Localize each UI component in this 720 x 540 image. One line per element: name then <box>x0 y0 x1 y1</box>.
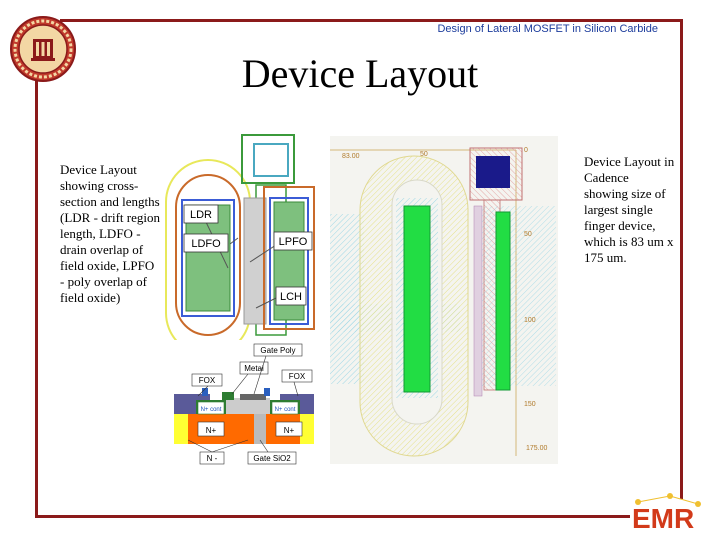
ruler-right-100: 100 <box>524 317 536 324</box>
nminus-label: N - <box>207 454 218 463</box>
university-seal-icon <box>10 16 76 82</box>
left-caption: Device Layout showing cross-section and … <box>60 162 161 305</box>
ncont-right-label: N+ cont <box>275 407 296 413</box>
emr-logo-icon: EMR <box>632 493 701 534</box>
metal-label: Metal <box>244 364 264 373</box>
frame-left-line <box>35 70 38 518</box>
gate-sio2-label: Gate SiO2 <box>253 454 291 463</box>
frame-right-line <box>680 19 683 499</box>
gate-poly-label: Gate Poly <box>260 346 295 355</box>
ruler-right-150: 150 <box>524 401 536 408</box>
ncont-left-label: N+ cont <box>201 407 222 413</box>
cadence-layout-view: 83.00 50 0 50 100 150 175.00 <box>330 136 558 464</box>
emr-logo-text: EMR <box>632 503 694 534</box>
ruler-top-right: 0 <box>524 147 528 154</box>
nplus-left-label: N+ <box>206 426 217 435</box>
right-caption: Device Layout in Cadence showing size of… <box>584 154 675 265</box>
ldr-label: LDR <box>190 209 212 221</box>
page-title: Device Layout <box>241 51 479 96</box>
ldfo-label: LDFO <box>191 238 221 250</box>
fox-right-label: FOX <box>289 372 306 381</box>
ruler-top-mid: 50 <box>420 151 428 158</box>
ruler-right-50: 50 <box>524 231 532 238</box>
frame-bottom-line <box>35 515 630 518</box>
ruler-right-175: 175.00 <box>526 445 548 452</box>
device-layout-diagram: LDR LDFO LPFO LCH <box>165 134 315 340</box>
lch-label: LCH <box>280 291 302 303</box>
header-text: Design of Lateral MOSFET in Silicon Carb… <box>437 23 658 35</box>
nplus-right-label: N+ <box>284 426 295 435</box>
ruler-top-left: 83.00 <box>342 153 360 160</box>
fox-left-label: FOX <box>199 376 216 385</box>
frame-top-line <box>60 19 680 22</box>
cross-section-diagram: N+ cont N+ cont N+ N+ Gate Poly Metal FO… <box>174 343 314 465</box>
lpfo-label: LPFO <box>279 236 308 248</box>
